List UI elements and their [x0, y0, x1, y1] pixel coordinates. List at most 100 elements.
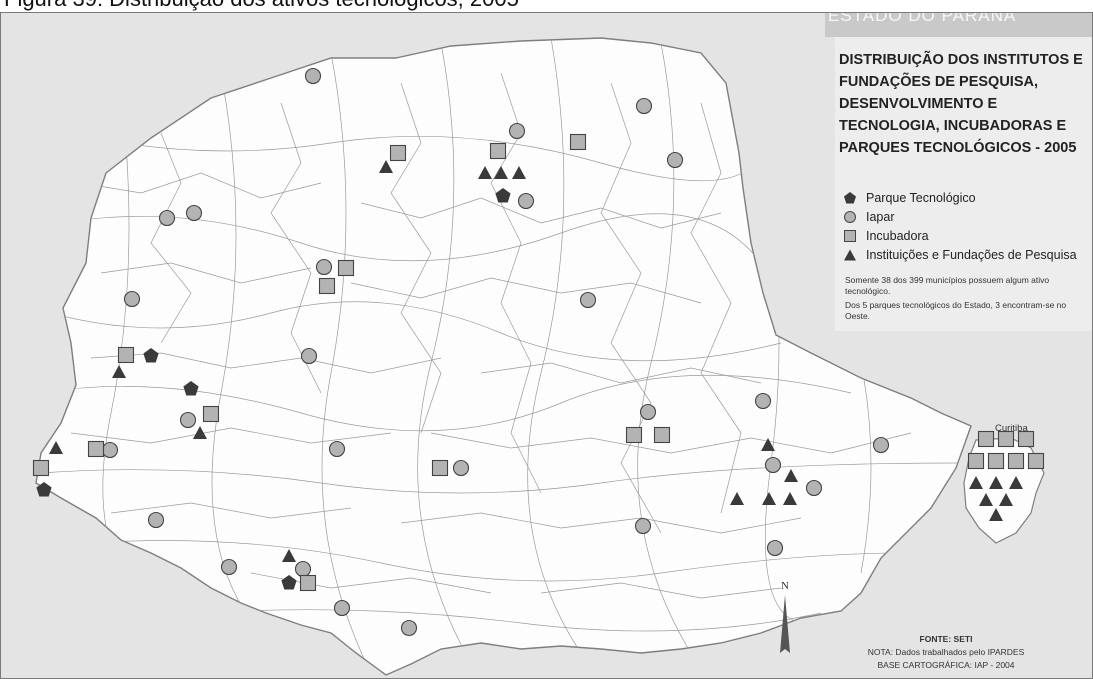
parque-marker: [143, 348, 159, 363]
parque-marker: [36, 482, 52, 497]
instituicao-marker: [1009, 476, 1023, 489]
iapar-marker: [666, 151, 684, 169]
instituicao-marker: [512, 166, 526, 179]
iapar-marker: [315, 258, 333, 276]
incubadora-marker: [997, 430, 1015, 448]
triangle-icon: [844, 249, 856, 260]
incubadora-marker: [32, 459, 50, 477]
instituicao-marker: [989, 508, 1003, 521]
instituicao-marker: [761, 438, 775, 451]
legend-note-1: Somente 38 dos 399 municípios possuem al…: [845, 275, 1050, 296]
iapar-marker: [517, 192, 535, 210]
iapar-marker: [452, 459, 470, 477]
parque-markers: [36, 188, 511, 590]
instituicao-marker: [989, 476, 1003, 489]
map-credits: FONTE: SETI NOTA: Dados trabalhados pelo…: [831, 633, 1061, 672]
state-outline: [35, 37, 972, 676]
instituicao-marker: [379, 160, 393, 173]
incubadora-marker: [1017, 430, 1035, 448]
iapar-marker: [179, 411, 197, 429]
instituicao-marker: [478, 166, 492, 179]
instituicao-marker: [999, 493, 1013, 506]
curitiba-inset-label: Curitiba: [995, 423, 1028, 434]
legend-label-incubadora: Incubadora: [866, 228, 929, 243]
circle-icon: [844, 210, 856, 223]
instituicao-marker: [762, 492, 776, 505]
parque-marker: [495, 188, 511, 203]
iapar-marker: [639, 403, 657, 421]
map-frame: N ESTADO DO PARANÁ DISTRIBUIÇÃO DOS INST…: [0, 12, 1093, 679]
map-canvas[interactable]: N: [1, 13, 1093, 679]
incubadora-marker: [202, 405, 220, 423]
legend-notes: Somente 38 dos 399 municípios possuem al…: [845, 275, 1085, 325]
incubadora-marker: [299, 574, 317, 592]
instituicao-marker: [282, 549, 296, 562]
iapar-markers: [101, 67, 890, 637]
parque-marker: [183, 381, 199, 396]
figure-caption: Figura 39: Distribuição dos ativos tecno…: [4, 0, 519, 12]
iapar-marker: [634, 517, 652, 535]
instituicao-marker: [979, 493, 993, 506]
legend-header-band: [825, 13, 1092, 37]
incubadora-marker: [987, 452, 1005, 470]
legend-list: Parque Tecnológico Iapar Incubadora Inst…: [843, 188, 1077, 264]
incubadora-marker: [569, 133, 587, 151]
incubadora-marker: [653, 426, 671, 444]
incubadora-marker: [1007, 452, 1025, 470]
iapar-marker: [508, 122, 526, 140]
iapar-marker: [754, 392, 772, 410]
legend-panel: [835, 29, 1092, 331]
iapar-marker: [328, 440, 346, 458]
iapar-marker: [147, 511, 165, 529]
iapar-marker: [158, 209, 176, 227]
legend-title: DISTRIBUIÇÃO DOS INSTITUTOS E FUNDAÇÕES …: [839, 52, 1083, 156]
iapar-marker: [294, 560, 312, 578]
incubadora-marker: [1027, 452, 1045, 470]
instituicao-marker: [969, 476, 983, 489]
iapar-marker: [300, 347, 318, 365]
iapar-marker: [766, 539, 784, 557]
parque-marker: [281, 575, 297, 590]
legend-item-parque: Parque Tecnológico: [843, 188, 1077, 207]
legend-item-incubadora: Incubadora: [843, 226, 1077, 245]
legend-note-2: Dos 5 parques tecnológicos do Estado, 3 …: [845, 300, 1067, 321]
instituicao-marker: [784, 469, 798, 482]
instituicao-marker: [193, 426, 207, 439]
instituicoes-markers: [49, 160, 1023, 562]
incubadora-marker: [431, 459, 449, 477]
incubadora-markers: [32, 133, 1045, 592]
iapar-marker: [635, 97, 653, 115]
incubadora-marker: [117, 346, 135, 364]
incubadora-marker: [318, 277, 336, 295]
square-icon: [844, 229, 856, 242]
state-name: ESTADO DO PARANÁ: [828, 12, 1017, 25]
incubadora-marker: [87, 440, 105, 458]
incubadora-marker: [337, 259, 355, 277]
iapar-marker: [872, 436, 890, 454]
iapar-marker: [400, 619, 418, 637]
legend-item-instituicoes: Instituições e Fundações de Pesquisa: [843, 245, 1077, 264]
iapar-marker: [333, 599, 351, 617]
credits-note: NOTA: Dados trabalhados pelo IPARDES: [867, 647, 1025, 657]
incubadora-marker: [389, 144, 407, 162]
legend-item-iapar: Iapar: [843, 207, 1077, 226]
legend-label-iapar: Iapar: [866, 209, 895, 224]
instituicao-marker: [49, 441, 63, 454]
incubadora-marker: [977, 430, 995, 448]
credits-base: BASE CARTOGRÁFICA: IAP - 2004: [877, 660, 1015, 670]
incubadora-marker: [625, 426, 643, 444]
iapar-marker: [101, 441, 119, 459]
iapar-marker: [579, 291, 597, 309]
incubadora-marker: [489, 142, 507, 160]
legend-label-instituicoes: Instituições e Fundações de Pesquisa: [866, 247, 1077, 262]
north-arrow: N: [780, 580, 790, 653]
instituicao-marker: [112, 365, 126, 378]
north-label: N: [781, 580, 789, 592]
credits-source: FONTE: SETI: [919, 634, 973, 644]
iapar-marker: [764, 456, 782, 474]
instituicao-marker: [494, 166, 508, 179]
instituicao-marker: [783, 492, 797, 505]
incubadora-marker: [967, 452, 985, 470]
iapar-marker: [805, 479, 823, 497]
iapar-marker: [185, 204, 203, 222]
